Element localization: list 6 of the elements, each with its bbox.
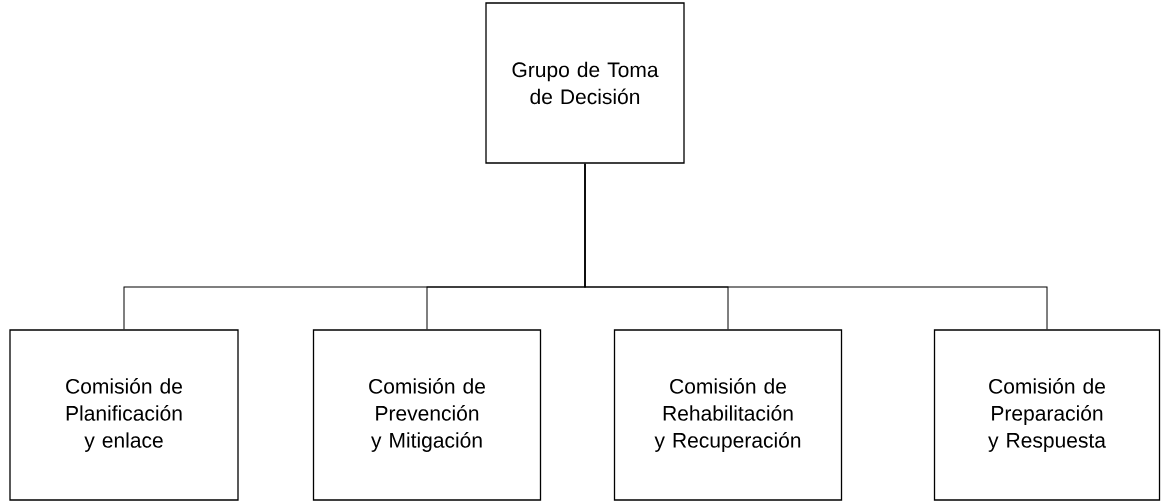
org-box: Grupo de Toma de Decisión [485,2,685,164]
connector-line [584,163,1048,330]
org-box: Comisión de Rehabilitación y Recuperación [613,329,843,501]
org-box: Comisión de Preparación y Respuesta [933,329,1161,501]
org-box: Comisión de Prevención y Mitigación [312,329,542,501]
org-box: Comisión de Planificación y enlace [9,329,239,501]
